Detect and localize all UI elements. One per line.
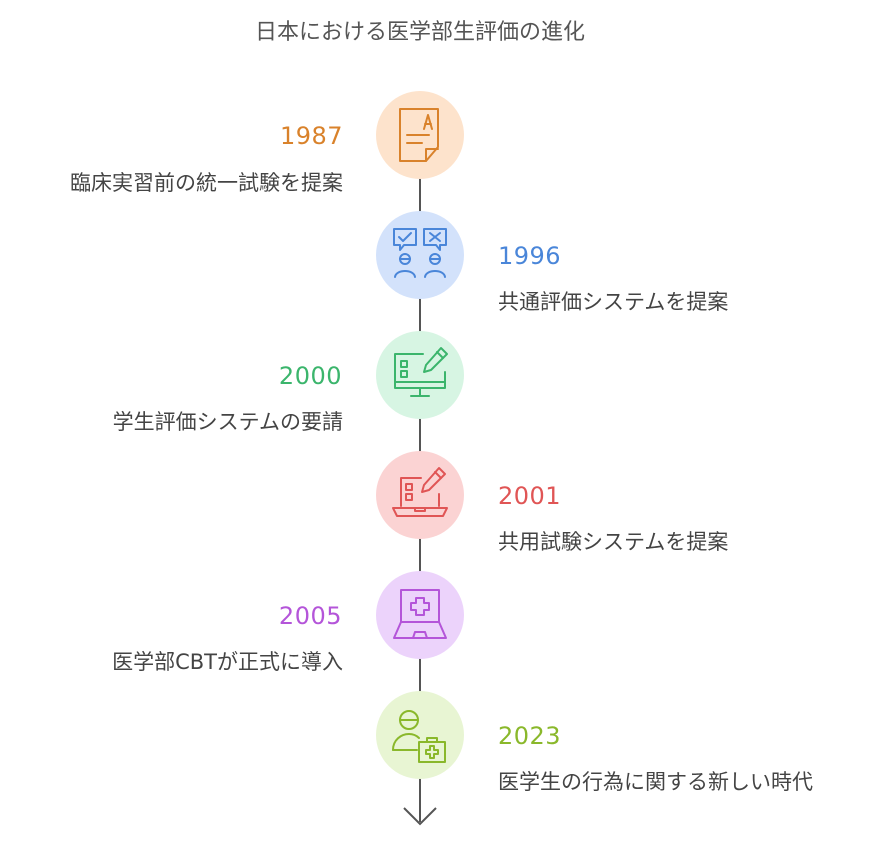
event-text-2005: 医学部CBTが正式に導入 — [112, 650, 343, 674]
event-text-1987: 臨床実習前の統一試験を提案 — [70, 171, 343, 195]
peer-review-icon — [393, 228, 447, 278]
event-year-2000: 2000 — [278, 362, 342, 390]
event-year-2001: 2001 — [498, 482, 562, 510]
event-text-1996: 共通評価システムを提案 — [498, 290, 729, 314]
timeline-node-2001 — [376, 451, 464, 539]
event-year-2023: 2023 — [498, 722, 562, 750]
laptop-checklist-icon — [392, 467, 448, 517]
medical-laptop-icon — [393, 589, 447, 639]
timeline-node-2005 — [376, 571, 464, 659]
timeline-node-2000 — [376, 331, 464, 419]
timeline-node-1996 — [376, 211, 464, 299]
event-text-2000: 学生評価システムの要請 — [112, 410, 343, 434]
exam-paper-icon — [399, 108, 439, 162]
event-year-1996: 1996 — [498, 242, 562, 270]
event-year-1987: 1987 — [280, 122, 344, 150]
page-title: 日本における医学部生評価の進化 — [254, 20, 585, 45]
doctor-medkit-icon — [392, 710, 446, 763]
timeline-node-2023 — [376, 691, 464, 779]
timeline-node-1987 — [376, 91, 464, 179]
event-text-2023: 医学生の行為に関する新しい時代 — [498, 770, 813, 794]
monitor-checklist-icon — [394, 347, 448, 397]
event-year-2005: 2005 — [278, 602, 342, 630]
event-text-2001: 共用試験システムを提案 — [498, 530, 729, 554]
